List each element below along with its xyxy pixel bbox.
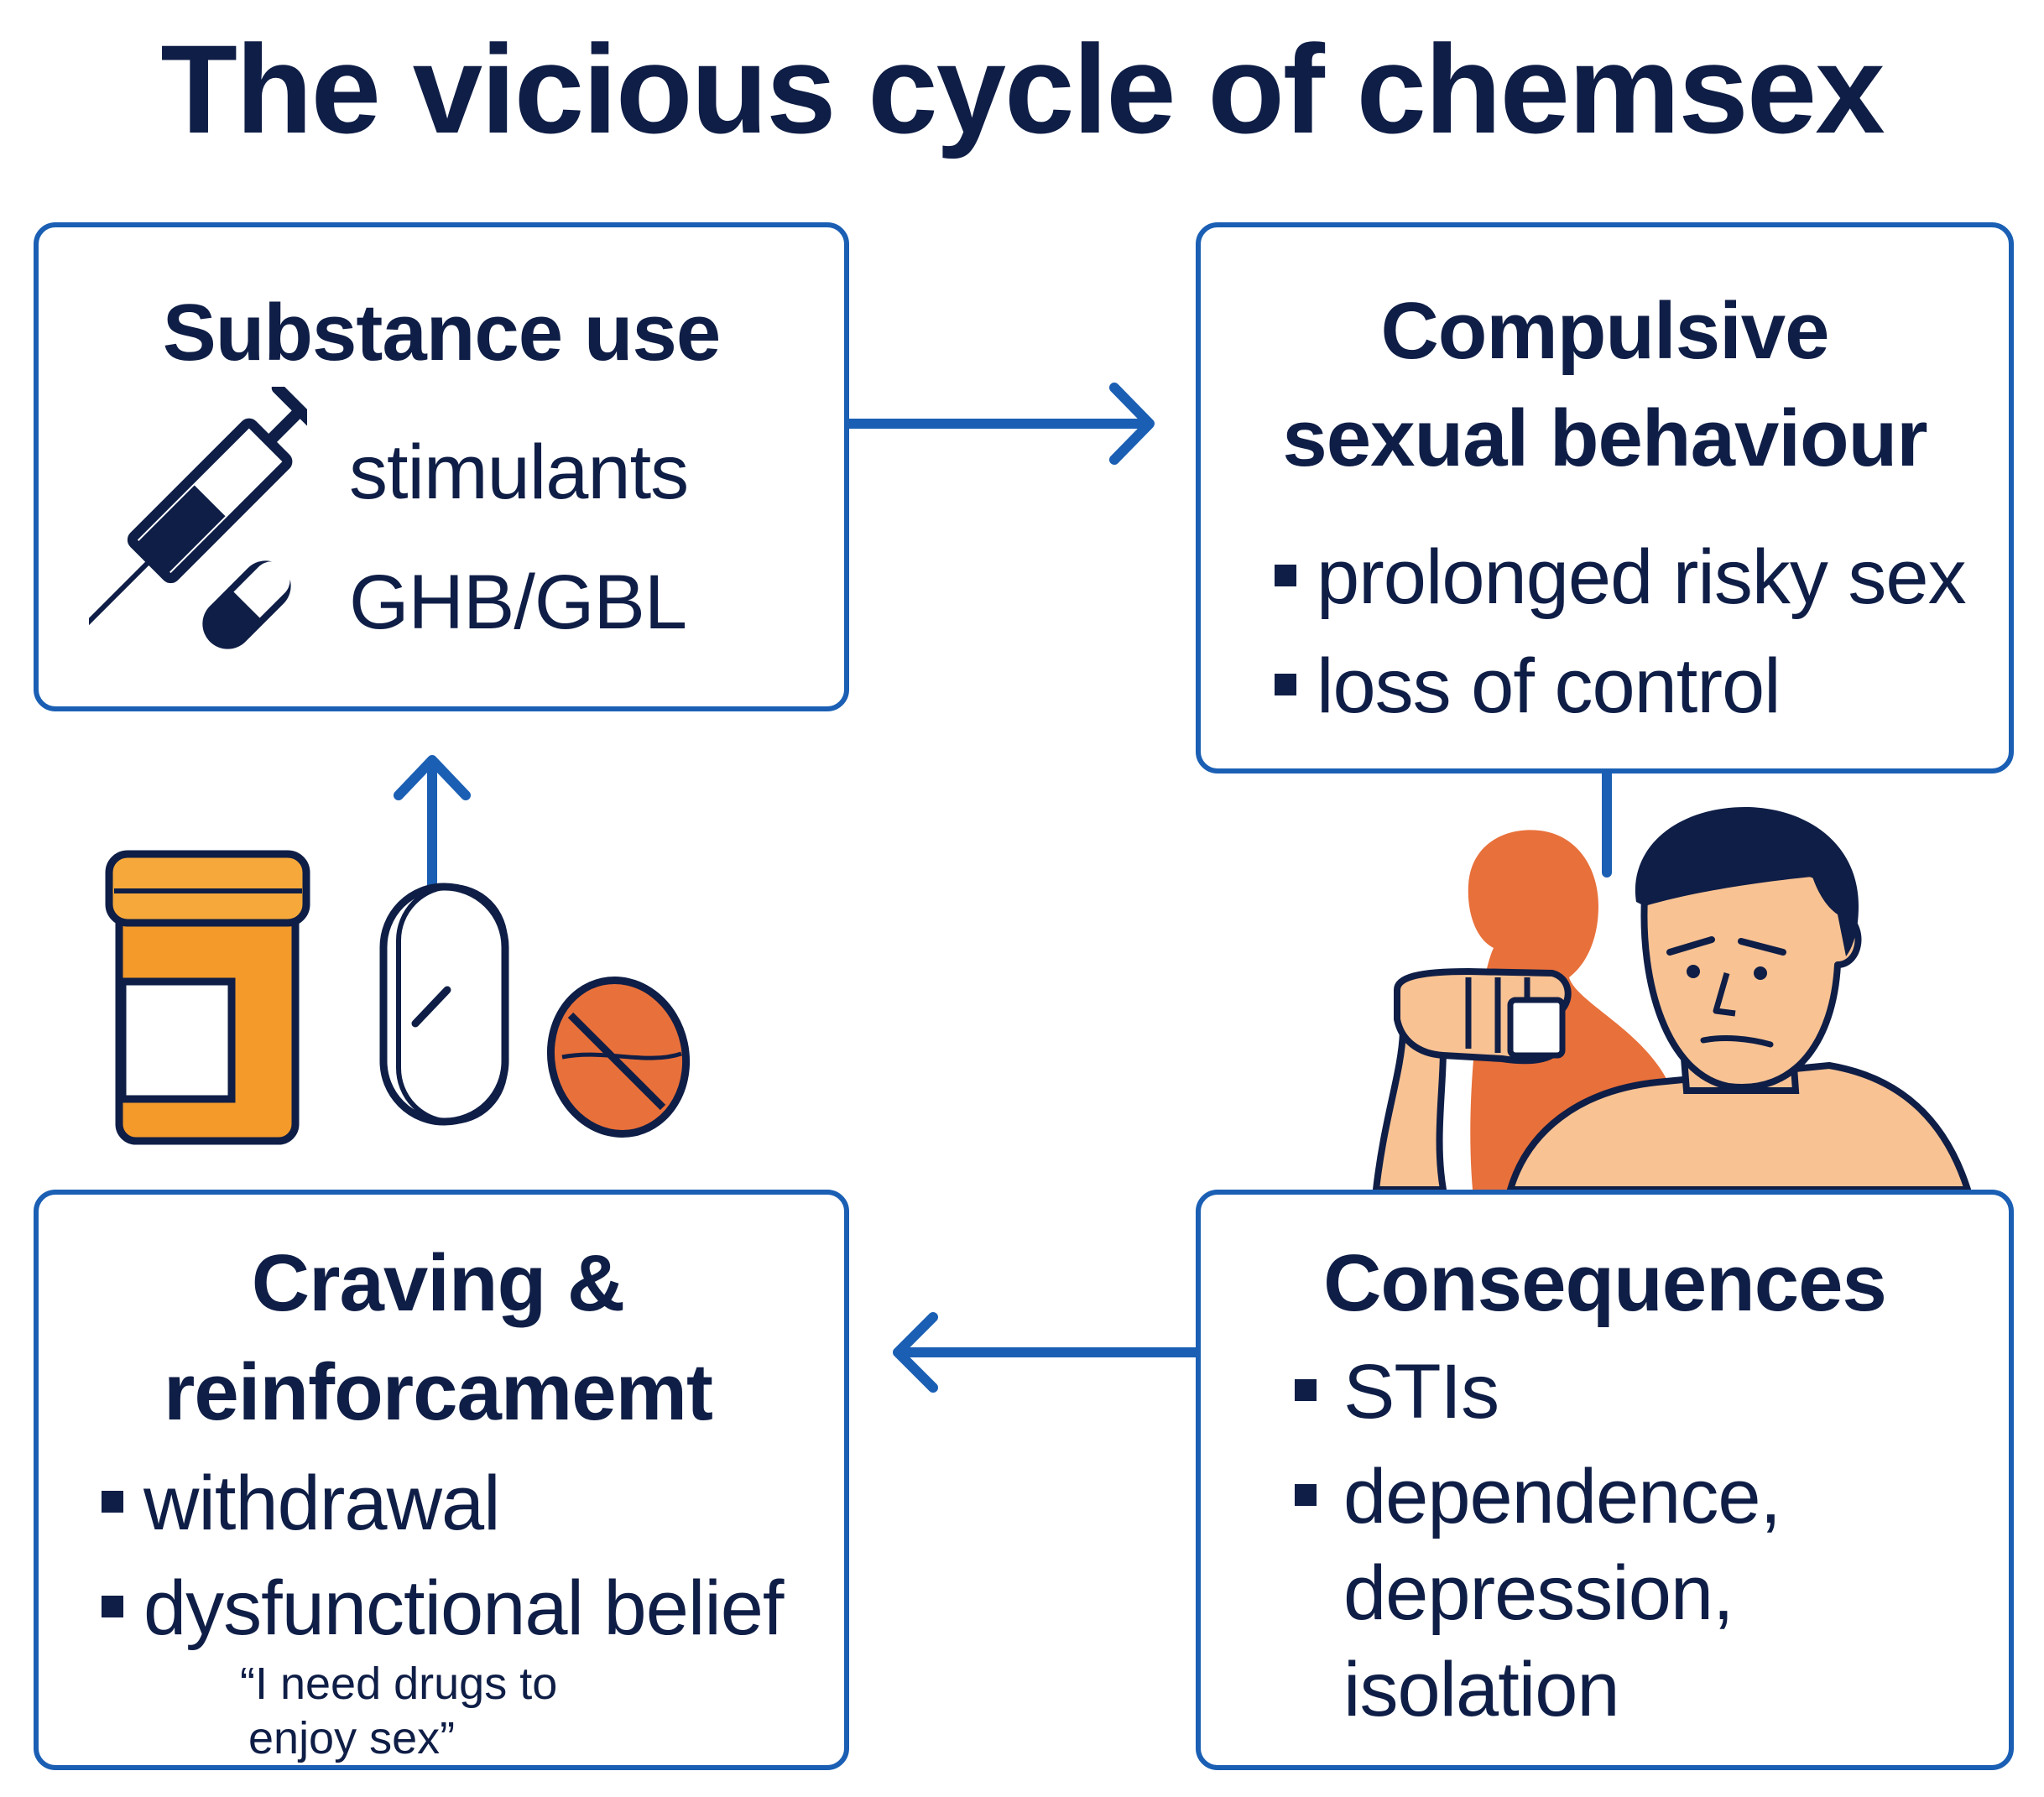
page-title: The vicious cycle of chemsex — [160, 18, 1885, 159]
substance-item-ghb-gbl: GHB/GBL — [349, 560, 687, 645]
craving-title-line-2: reinforcamemt — [164, 1347, 713, 1437]
tablet-icon — [379, 883, 509, 1126]
bullet-marker — [102, 1491, 123, 1513]
consequences-bullet-dependence: dependence, — [1343, 1454, 1781, 1539]
consequences-continuation-isolation: isolation — [1343, 1647, 1620, 1732]
substance-item-stimulants: stimulants — [349, 430, 689, 515]
craving-quote-line-1: “I need drugs to — [240, 1659, 558, 1709]
compulsive-title-line-2: sexual behaviour — [1282, 393, 1927, 483]
arrow-consequences-to-craving — [893, 1312, 1201, 1393]
compulsive-behaviour-box: Compulsive sexual behaviour prolonged ri… — [1196, 222, 2014, 773]
bullet-marker — [1295, 1484, 1317, 1506]
craving-title-line-1: Craving & — [251, 1238, 625, 1328]
bullet-marker — [102, 1596, 123, 1617]
compulsive-bullet-loss-of-control: loss of control — [1317, 643, 1781, 729]
arrow-substance-to-compulsive — [844, 383, 1155, 465]
craving-quote-line-2: enjoy sex” — [248, 1713, 456, 1763]
compulsive-bullet-risky-sex: prolonged risky sex — [1317, 534, 1967, 620]
craving-box: Craving & reinforcamemt withdrawal dysfu… — [34, 1190, 849, 1770]
consequences-bullet-stis: STIs — [1343, 1349, 1499, 1435]
craving-bullet-withdrawal: withdrawal — [143, 1461, 501, 1546]
consequences-box: Consequences STIs dependence, depression… — [1196, 1190, 2014, 1770]
arrow-craving-to-substance — [394, 755, 471, 903]
syringe-icon — [89, 387, 307, 628]
substance-use-title: Substance use — [162, 288, 722, 378]
bullet-marker — [1275, 674, 1296, 695]
bullet-marker — [1275, 565, 1296, 586]
compulsive-title-line-1: Compulsive — [1380, 286, 1829, 376]
capsule-icon — [202, 560, 291, 649]
consequences-title: Consequences — [1323, 1238, 1887, 1328]
pill-bottle-icon — [105, 850, 310, 1145]
consequences-continuation-depression: depression, — [1343, 1550, 1734, 1636]
orange-pill-icon — [546, 976, 691, 1138]
bullet-marker — [1295, 1379, 1317, 1401]
substance-use-box: Substance use stimulants GHB/GBL — [34, 222, 849, 711]
craving-bullet-dysfunctional-belief: dysfunctional belief — [143, 1565, 784, 1651]
